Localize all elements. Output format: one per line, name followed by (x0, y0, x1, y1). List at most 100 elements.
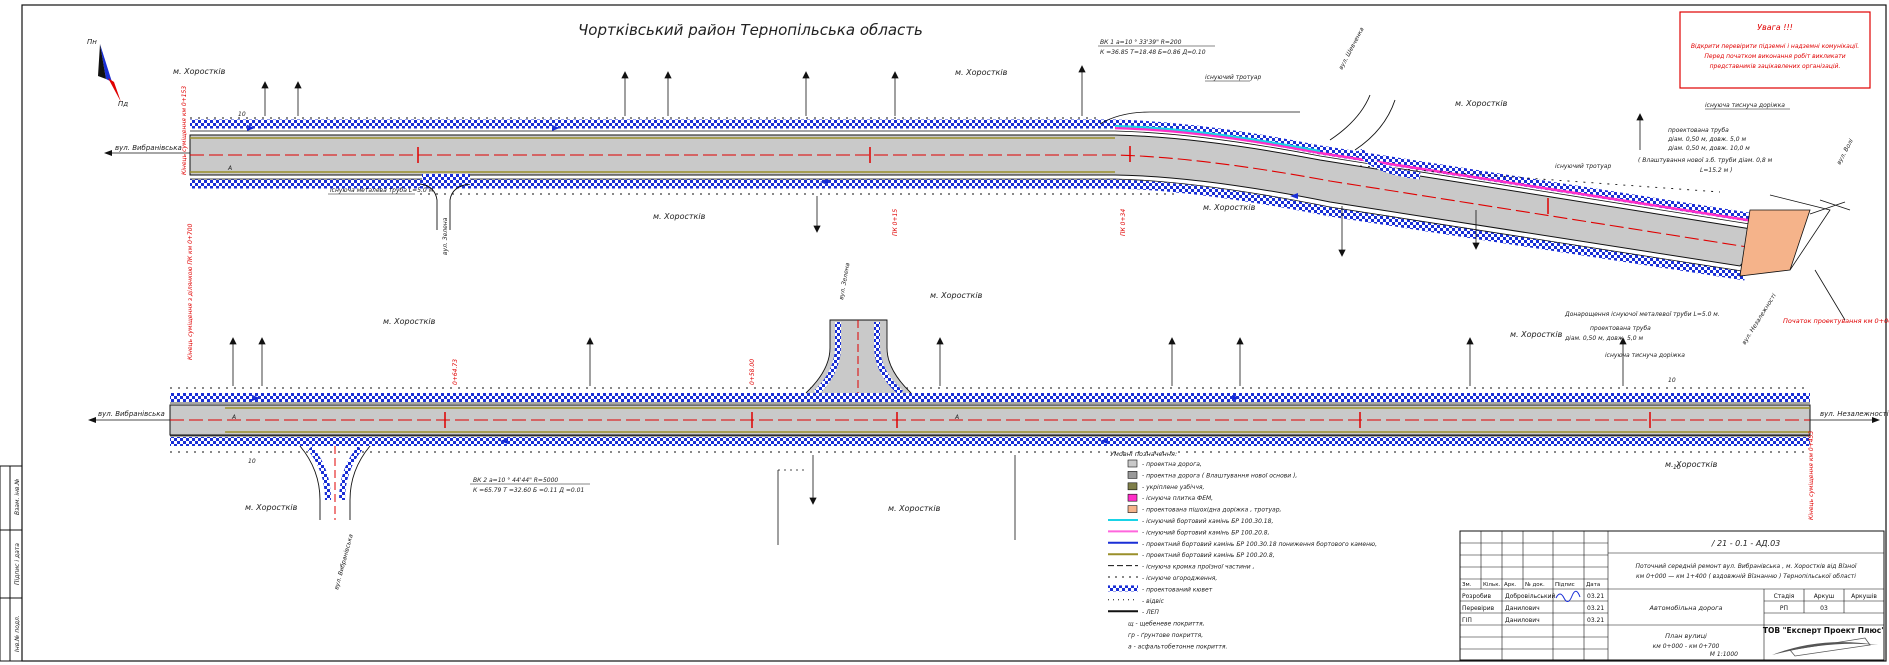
chainage-label-2: 10 (1668, 377, 1676, 384)
row-3-name: Данилович (1505, 617, 1540, 624)
legend-item-sidewalk: - проектована пішохідна доріжка , тротуа… (1142, 507, 1282, 514)
notice-heading: Увага !!! (1757, 23, 1793, 32)
col-date: Дата (1586, 582, 1600, 588)
street-arrow-vybranivska-lower: вул. Вибранівська (88, 410, 170, 423)
legend-item-ground: гр - ґрунтове покриття, (1128, 632, 1203, 639)
page-title: Чортківський район Тернопільська область (578, 21, 923, 39)
district-label-4: м. Хоростків (1203, 203, 1256, 212)
note-design-pipe-1: проектована труба (1668, 127, 1729, 134)
pk-label-3: 0+64.73 (452, 359, 459, 385)
street-zelena-lower-label: вул. Зелена (838, 262, 851, 300)
legend: Умовні позначення: - проектна дорога, - п… (1108, 450, 1377, 650)
district-label-2: м. Хоростків (955, 68, 1008, 77)
curve-lower-line-1: ВК 2 а=10 ° 44'44" R=5000 (473, 477, 558, 484)
col-ark: Арк. (1504, 582, 1517, 588)
legend-item-shoulder: - укріплене узбіччя, (1142, 484, 1205, 491)
row-1-role: Розробив (1462, 593, 1492, 600)
picket-label-A1: А (227, 165, 232, 172)
offset-arrows-lower (229, 337, 1627, 545)
note-design-pipe-dims-1: діам. 0,50 м, довж. 5,0 м (1667, 136, 1746, 143)
note-design-pipe-2: проектована труба (1590, 325, 1651, 332)
row-1-date: 03.21 (1587, 593, 1604, 600)
pk-label-1: ПК 0+34 (1120, 209, 1127, 236)
note-tile-path-2: існуюча тиснуча доріжка (1605, 352, 1685, 359)
notice-line-1: Відкрити перевірити підземні і надземні … (1691, 43, 1859, 50)
legend-swatch-tile (1127, 493, 1138, 502)
note-start-marker: Початок проектування км 0+000 (1783, 317, 1889, 325)
curve-annotation-upper: ВК 1 а=10 ° 33'39" R=200 К =36.85 Т=18.4… (1098, 39, 1215, 56)
chainage-label-3: 10 (248, 458, 256, 465)
warning-notice: Увага !!! Відкрити перевірити підземні і… (1679, 11, 1871, 89)
row-1-name: Добровільський (1505, 593, 1555, 600)
note-pipe-extension: Донарощення існуючої металевої труби L=5… (1564, 311, 1720, 318)
legend-item-drop: - відвіс (1142, 598, 1165, 605)
district-label-10: м. Хоростків (245, 503, 298, 512)
curve-lower-line-2: К =65.79 Т =32.60 Б =0.11 Д =0.01 (473, 487, 584, 494)
south-label: Пд (118, 100, 128, 108)
picket-label-A3: А (954, 414, 959, 421)
street-voli-label: вул. Волі (1836, 138, 1855, 166)
street-zelena-upper-label: вул. Зелена (442, 217, 449, 255)
drawing-code: / 21 - 0.1 - АД.03 (1711, 539, 1781, 548)
legend-swatch-road-new-base (1127, 471, 1138, 479)
curve-upper-line-1: ВК 1 а=10 ° 33'39" R=200 (1100, 39, 1182, 46)
row-2-role: Перевірив (1462, 605, 1495, 612)
district-label-5: м. Хоростків (1455, 99, 1508, 108)
legend-title: Умовні позначення: (1110, 450, 1177, 458)
street-nezalezhnosti-lower: вул. Незалежності (1820, 410, 1889, 418)
pk-label-4: 0+58.00 (749, 359, 756, 385)
note-existing-sidewalk-1: існуючий тротуар (1205, 74, 1261, 81)
notice-line-2: Перед початком виконання робіт викликати (1704, 53, 1845, 60)
picket-label-A2: А (231, 414, 236, 421)
project-line-1: Поточний середній ремонт вул. Вибранівсь… (1635, 563, 1857, 570)
sheet-header: Аркуш (1814, 593, 1835, 600)
district-label-3: м. Хоростків (653, 212, 706, 221)
sheet-frame (21, 4, 1887, 662)
legend-swatch-road (1127, 459, 1138, 468)
row-3-role: ГІП (1462, 617, 1472, 624)
signature-mark (1555, 590, 1581, 602)
sheet-name: План вулиці (1665, 632, 1707, 640)
legend-item-ditch: - проектований кювет (1142, 586, 1213, 593)
sheet-range: км 0+000 - км 0+700 (1653, 643, 1720, 650)
district-label-6: м. Хоростків (383, 317, 436, 326)
row-2-name: Данилович (1505, 605, 1540, 612)
street-shevchenka-label: вул. Шевченка (1338, 26, 1366, 71)
sheets-header: Аркушів (1851, 593, 1877, 600)
note-replace-pipe: ( Влаштування нової з.б. труби діам. 0,8… (1638, 157, 1773, 164)
legend-item-road-new-base: - проектна дорога ( Влаштування нової ос… (1142, 472, 1297, 479)
legend-item-curb-design-18: - проектний бортовий камінь БР 100.30.18… (1142, 541, 1377, 548)
chainage-label-1: 10 (238, 111, 246, 118)
stage-value: РП (1780, 605, 1788, 612)
legend-item-fence: - існуюче огородження, (1142, 575, 1217, 582)
street-vybranivska-upper: вул. Вибранівська (115, 144, 182, 152)
project-line-2: км 0+000 — км 1+400 ( вздовжній Вїзнанню… (1636, 573, 1856, 580)
street-vybranivska-lower: вул. Вибранівська (98, 410, 165, 418)
north-label: Пн (87, 38, 97, 46)
row-2-date: 03.21 (1587, 605, 1604, 612)
legend-item-asphalt: а - асфальтобетонне покриття. (1128, 643, 1228, 650)
notice-line-3: представників зацікавлених організацій. (1710, 63, 1841, 70)
row-3-date: 03.21 (1587, 617, 1604, 624)
legend-item-road: - проектна дорога, (1142, 461, 1202, 468)
col-sign: Підпис (1555, 582, 1575, 588)
end-link-upper: Кінець суміщення км 0+153 (181, 86, 188, 175)
legend-swatch-shoulder (1127, 482, 1138, 491)
legend-item-curb-existing-8: - існуючий бортовий камінь БР 100.20.8, (1142, 529, 1270, 536)
legend-item-gravel: щ - щебеневе покриття, (1128, 621, 1205, 628)
legend-item-curb-existing-18: - існуючий бортовий камінь БР 100.30.18, (1142, 518, 1273, 525)
pk-label-2: ПК 0+15 (892, 209, 899, 236)
col-kilk: Кільк. (1483, 582, 1501, 588)
legend-item-tile: - існуюча плитка ФЕМ, (1142, 495, 1213, 502)
stamp-replace: Взам. інв.№ (14, 478, 21, 515)
district-label-11: м. Хоростків (888, 504, 941, 513)
legend-swatch-sidewalk (1127, 505, 1138, 513)
col-doc: № док. (1525, 582, 1545, 588)
end-link-lower: Кінець суміщення з ділянкою ПК км 0+700 (187, 223, 194, 360)
note-replace-pipe-len: L=15.2 м ) (1700, 167, 1732, 174)
section-name: Автомобільна дорога (1649, 604, 1723, 612)
street-arrow-vybranivska-upper: вул. Вибранівська (104, 144, 190, 156)
legend-item-curb-design-8: - проектний бортовий камінь БР 100.20.8, (1142, 552, 1275, 559)
title-block: Зм. Кільк. Арк. № док. Підпис Дата Розро… (1459, 530, 1885, 661)
